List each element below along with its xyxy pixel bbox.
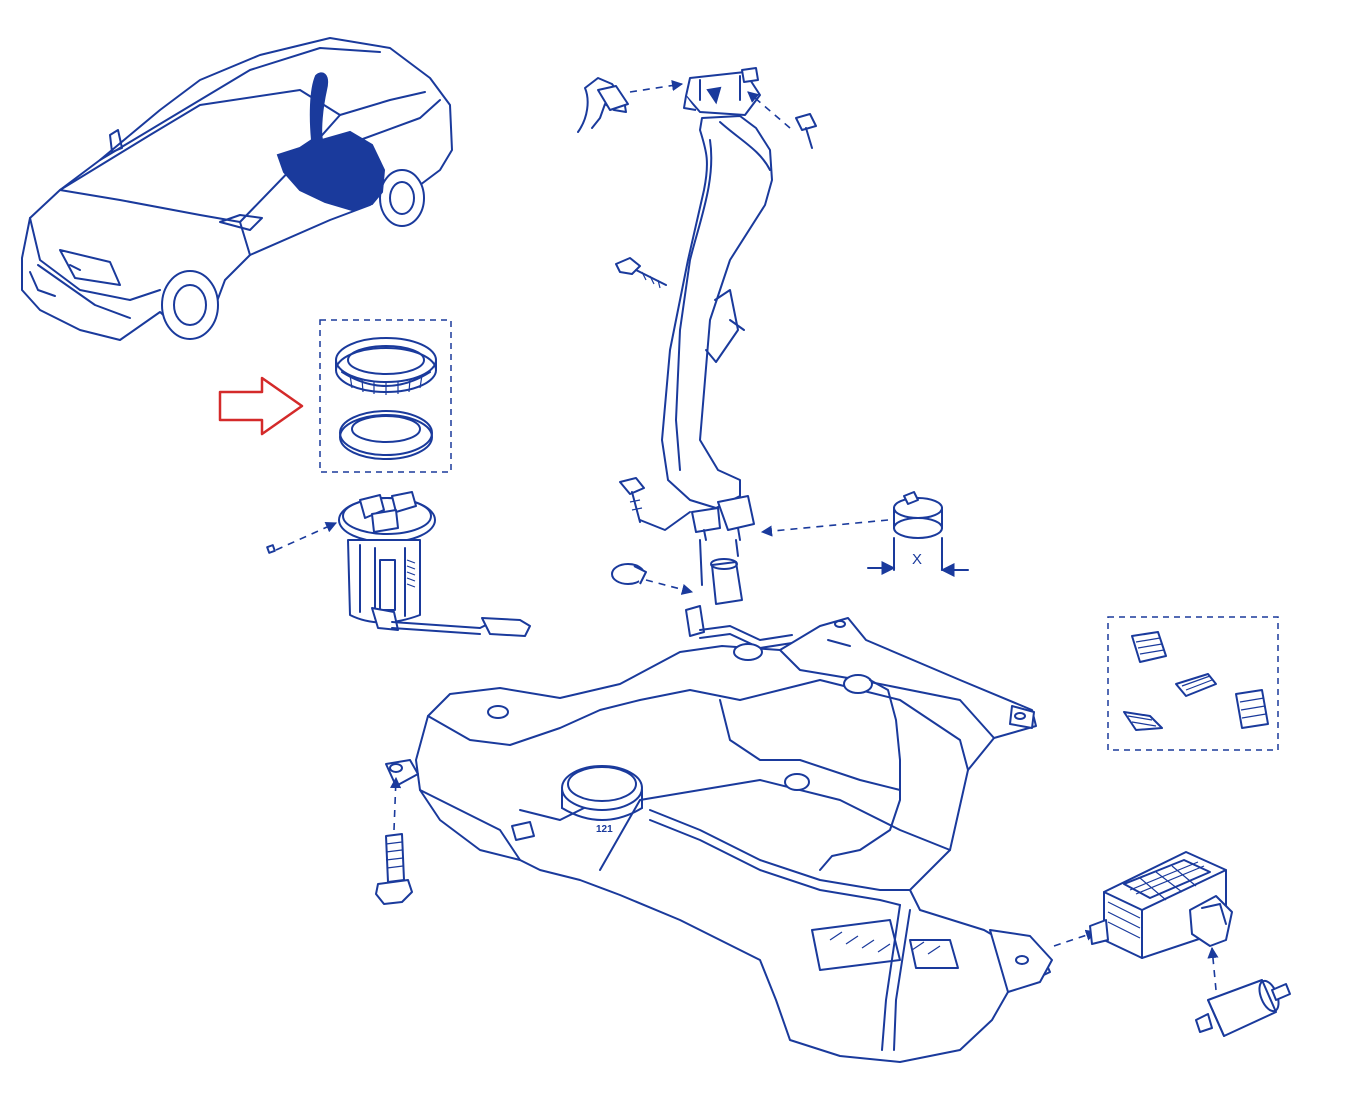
screw xyxy=(615,257,667,289)
filler-neck-assembly xyxy=(577,67,817,541)
carbon-canister xyxy=(1053,851,1233,959)
filler-hose xyxy=(611,539,793,649)
tank-seal-ring xyxy=(339,410,433,460)
lock-ring xyxy=(335,337,437,395)
pad xyxy=(1175,673,1217,697)
kit-boundary-box xyxy=(319,319,452,473)
screw xyxy=(795,113,817,149)
fuel-tank: 121 xyxy=(385,617,1053,1063)
hose-clamp-dimension: X xyxy=(760,491,969,577)
screw xyxy=(619,477,645,523)
pad xyxy=(1123,711,1163,731)
callout-arrow-icon xyxy=(218,376,304,436)
insulation-pads-kit xyxy=(1107,616,1279,751)
filler-cap-housing xyxy=(683,67,761,116)
grommet xyxy=(266,544,276,554)
lock-ring-seal-kit xyxy=(319,319,452,473)
pad xyxy=(1235,689,1269,729)
flap-bracket xyxy=(577,77,629,133)
kit-boundary-box xyxy=(1107,616,1279,751)
fuel-pump-module xyxy=(266,491,531,637)
tank-mounting-bolt xyxy=(375,763,413,905)
clamp-dimension-label: X xyxy=(912,551,922,568)
tank-marking: 121 xyxy=(596,824,613,835)
pad xyxy=(1131,631,1167,663)
fuel-filter xyxy=(1195,946,1291,1037)
vehicle-location-icon xyxy=(21,37,453,341)
